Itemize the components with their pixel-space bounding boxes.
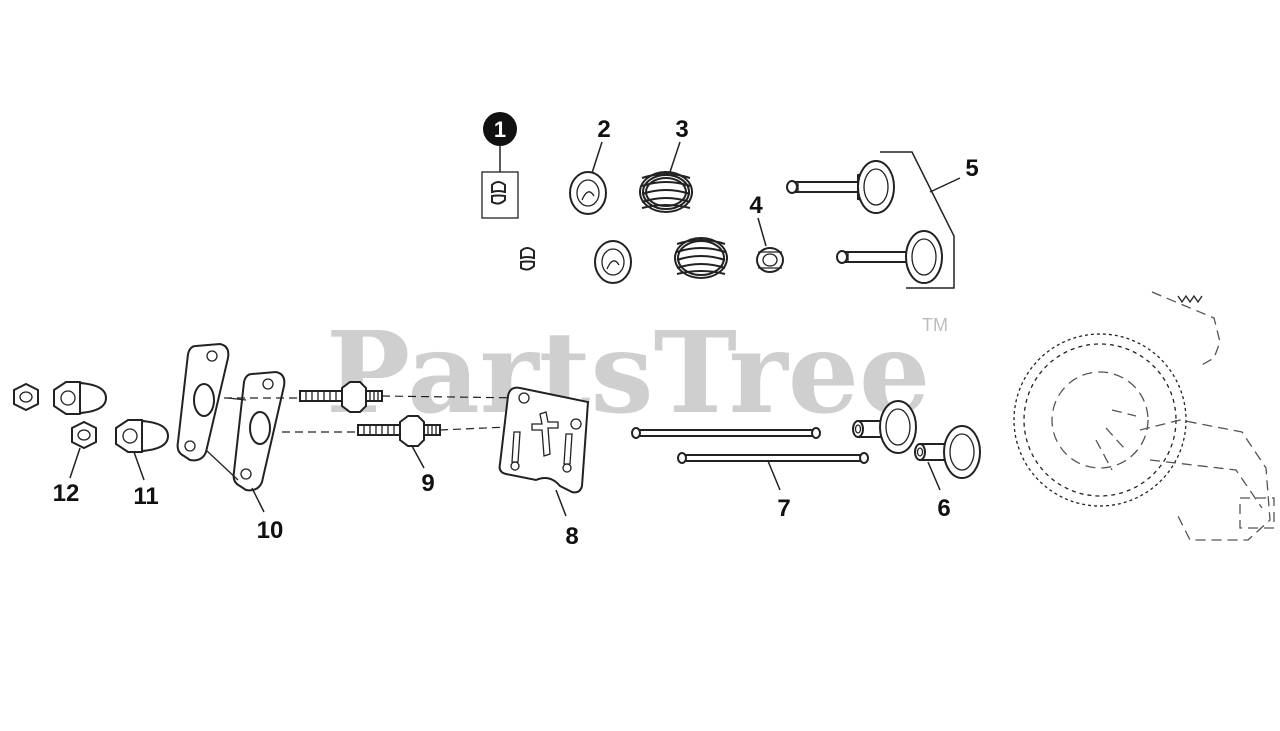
- watermark-text: PartsTree: [326, 308, 930, 439]
- callout-1[interactable]: 1: [483, 112, 517, 146]
- callout-11[interactable]: 11: [133, 483, 158, 510]
- part-3-valve-spring[interactable]: [639, 171, 728, 279]
- callout-4[interactable]: 4: [749, 192, 763, 219]
- callout-6[interactable]: 6: [937, 495, 950, 522]
- part-8-guide-plate[interactable]: [498, 386, 590, 494]
- camshaft-gear-reference: [1013, 291, 1275, 541]
- svg-text:1: 1: [494, 117, 506, 142]
- part-4-valve-seal[interactable]: [756, 247, 784, 273]
- callout-10[interactable]: 10: [257, 517, 284, 544]
- part-10-rocker-arm[interactable]: [176, 342, 286, 492]
- part-11-cap-nut[interactable]: [53, 381, 170, 453]
- callout-5[interactable]: 5: [965, 155, 978, 182]
- part-7-push-rod[interactable]: [631, 427, 869, 464]
- callout-12[interactable]: 12: [53, 480, 80, 507]
- callout-3[interactable]: 3: [675, 116, 688, 143]
- callout-9[interactable]: 9: [421, 470, 434, 497]
- callout-2[interactable]: 2: [597, 116, 610, 143]
- part-12-nut[interactable]: [13, 382, 97, 450]
- callout-8[interactable]: 8: [565, 523, 578, 550]
- watermark-trademark: TM: [922, 315, 948, 335]
- part-2-spring-retainer[interactable]: [569, 171, 632, 284]
- part-5-valve-set[interactable]: [786, 160, 943, 284]
- part-9-rocker-stud[interactable]: [299, 381, 441, 447]
- callout-7[interactable]: 7: [777, 495, 790, 522]
- part-6-tappet[interactable]: [852, 400, 981, 479]
- part-1-valve-keeper-kit[interactable]: [481, 171, 535, 271]
